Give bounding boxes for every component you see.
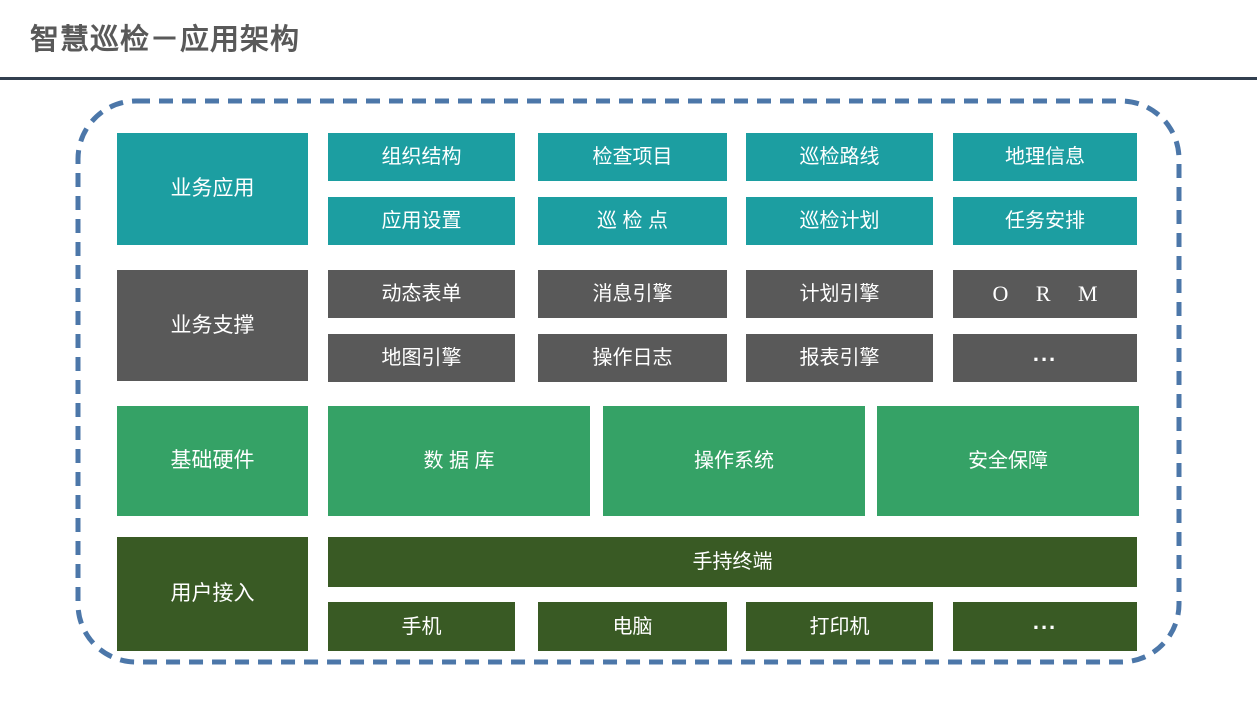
app-item-patrol-routes: 巡检路线: [746, 133, 933, 181]
app-item-patrol-plans: 巡检计划: [746, 197, 933, 245]
support-item-dynamic-forms: 动态表单: [328, 270, 515, 318]
infra-item-os: 操作系统: [603, 406, 865, 516]
access-layer-label: 用户接入: [117, 537, 308, 651]
infra-layer-label: 基础硬件: [117, 406, 308, 516]
support-item-message-engine: 消息引擎: [538, 270, 727, 318]
app-item-patrol-points: 巡 检 点: [538, 197, 727, 245]
access-banner-handheld-terminal: 手持终端: [328, 537, 1137, 587]
infra-item-security: 安全保障: [877, 406, 1139, 516]
access-item-more: ...: [953, 602, 1137, 651]
page-title: 智慧巡检－应用架构: [30, 24, 301, 56]
support-item-orm: O R M: [953, 270, 1137, 318]
access-item-mobile: 手机: [328, 602, 515, 651]
app-item-inspection-items: 检查项目: [538, 133, 727, 181]
support-item-more: ...: [953, 334, 1137, 382]
app-item-geo-info: 地理信息: [953, 133, 1137, 181]
support-item-map-engine: 地图引擎: [328, 334, 515, 382]
app-item-app-settings: 应用设置: [328, 197, 515, 245]
support-item-plan-engine: 计划引擎: [746, 270, 933, 318]
access-item-printer: 打印机: [746, 602, 933, 651]
infra-item-database: 数 据 库: [328, 406, 590, 516]
support-item-report-engine: 报表引擎: [746, 334, 933, 382]
app-item-org-structure: 组织结构: [328, 133, 515, 181]
title-divider: [0, 77, 1257, 80]
support-item-operation-log: 操作日志: [538, 334, 727, 382]
support-layer-label: 业务支撑: [117, 270, 308, 381]
app-layer-label: 业务应用: [117, 133, 308, 245]
app-item-task-schedule: 任务安排: [953, 197, 1137, 245]
access-item-pc: 电脑: [538, 602, 727, 651]
